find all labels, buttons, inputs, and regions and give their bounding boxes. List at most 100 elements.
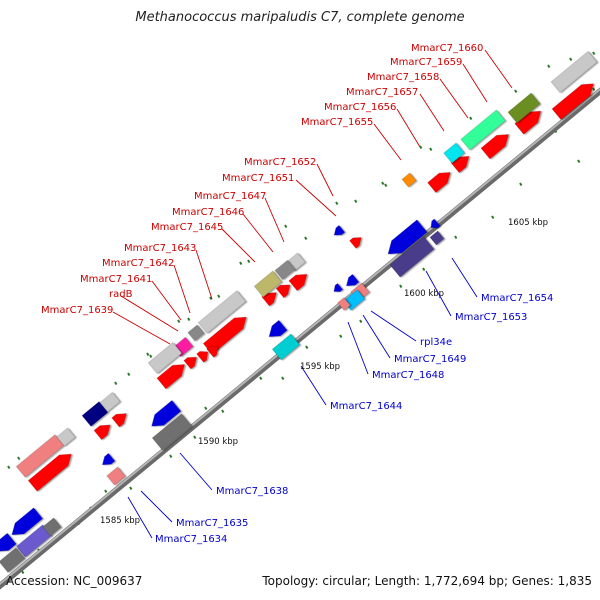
gene-label-mmarc7-1644: MmarC7_1644	[330, 401, 402, 412]
tick-mark	[284, 224, 288, 229]
leader-line	[295, 179, 337, 217]
reverse-gene-labels: MmarC7_1654 MmarC7_1653 rpl34e MmarC7_16…	[155, 293, 553, 545]
tick-mark	[359, 319, 363, 324]
kbp-label-1605: 1605 kbp	[508, 218, 548, 228]
gene-1643-box	[197, 290, 247, 334]
leader-line	[419, 93, 445, 132]
gene-1656	[427, 172, 451, 194]
gene-label-mmarc7-1656: MmarC7_1656	[324, 102, 396, 113]
gene-1658-box	[460, 109, 506, 151]
gene-1644	[271, 333, 301, 361]
leader-line	[221, 228, 256, 263]
tick-mark	[114, 381, 118, 386]
gene-box-navy	[81, 401, 109, 427]
tick-mark	[187, 317, 191, 322]
gene-1659-box	[507, 92, 541, 124]
gene-label-mmarc7-1634: MmarC7_1634	[155, 534, 227, 545]
gene-1649	[345, 273, 360, 287]
tick-mark	[127, 372, 131, 377]
gene-1646	[275, 284, 291, 299]
gene-label-mmarc7-1654: MmarC7_1654	[481, 293, 553, 304]
leader-line	[362, 314, 391, 359]
tick-mark	[592, 51, 596, 56]
gene-label-mmarc7-1660: MmarC7_1660	[411, 43, 483, 54]
tick-mark	[592, 87, 596, 92]
leader-line	[347, 321, 369, 375]
gene-label-mmarc7-1639: MmarC7_1639	[41, 305, 113, 316]
tick-mark	[217, 294, 221, 299]
tick-mark	[259, 376, 263, 381]
gene-features	[0, 50, 598, 573]
gene-label-mmarc7-1643: MmarC7_1643	[124, 243, 196, 254]
leader-line	[120, 295, 179, 332]
tick-mark	[577, 159, 581, 164]
tick-mark	[339, 334, 343, 339]
leader-line	[439, 78, 469, 119]
gene-1638	[151, 413, 193, 451]
gene-1644-arrow	[268, 319, 288, 338]
gene-1635	[106, 466, 126, 486]
tick-mark	[169, 454, 173, 459]
gene-1646-box	[274, 259, 296, 281]
kbp-label-1600: 1600 kbp	[404, 289, 444, 299]
gene-1639	[156, 364, 185, 390]
gene-red-c	[27, 453, 72, 492]
map-title: Methanococcus maripaludis C7, complete g…	[135, 10, 465, 25]
leader-line	[173, 264, 191, 314]
tick-mark	[429, 147, 433, 152]
tick-mark	[209, 296, 213, 301]
tick-mark	[491, 215, 495, 220]
gene-label-rpl34e: rpl34e	[420, 337, 452, 348]
gene-label-mmarc7-1659: MmarC7_1659	[390, 57, 462, 68]
gene-1634-b	[0, 532, 17, 552]
gene-label-radb: radB	[109, 289, 133, 300]
gene-box-grey-d	[0, 547, 26, 573]
gene-1647	[288, 273, 308, 292]
tick-mark	[7, 465, 11, 470]
gene-label-mmarc7-1652: MmarC7_1652	[244, 157, 316, 168]
gene-red-b	[93, 424, 111, 441]
leader-line	[140, 490, 173, 523]
gene-1649-b	[333, 282, 344, 292]
tick-mark	[129, 486, 133, 491]
gene-label-mmarc7-1646: MmarC7_1646	[172, 207, 244, 218]
gene-1634	[16, 524, 52, 558]
kbp-label-1585: 1585 kbp	[100, 516, 140, 526]
tick-mark	[519, 182, 523, 187]
gene-1660	[551, 83, 594, 121]
tick-mark	[305, 345, 309, 350]
leader-line	[264, 197, 285, 243]
genome-backbone	[0, 87, 600, 590]
gene-label-mmarc7-1645: MmarC7_1645	[151, 222, 223, 233]
gene-label-mmarc7-1642: MmarC7_1642	[102, 258, 174, 269]
tick-mark	[384, 183, 388, 188]
gene-1658	[480, 134, 509, 160]
tick-mark	[247, 259, 251, 264]
tick-mark	[104, 489, 108, 494]
gene-1648-b	[337, 297, 351, 311]
tick-mark	[146, 352, 150, 357]
gene-1660-box	[550, 50, 598, 94]
gene-box-grey-a	[99, 391, 121, 413]
leader-line	[242, 213, 274, 253]
kbp-tick-labels: 1585 kbp 1590 kbp 1595 kbp 1600 kbp 1605…	[100, 218, 548, 526]
gene-label-mmarc7-1638: MmarC7_1638	[216, 486, 288, 497]
gene-1654-box	[429, 230, 445, 246]
leader-line	[300, 365, 327, 406]
gene-label-mmarc7-1653: MmarC7_1653	[455, 312, 527, 323]
accession-text: Accession: NC_009637	[6, 574, 143, 588]
leader-line	[179, 452, 213, 491]
tick-mark	[399, 284, 403, 289]
tick-mark	[239, 261, 243, 266]
gene-1655-box	[401, 172, 417, 188]
gene-label-mmarc7-1657: MmarC7_1657	[346, 87, 418, 98]
leader-line	[127, 496, 153, 539]
tick-mark	[422, 267, 426, 272]
topology-text: Topology: circular; Length: 1,772,694 bp…	[262, 574, 592, 588]
label-leader-lines	[112, 49, 513, 539]
gene-label-mmarc7-1647: MmarC7_1647	[194, 191, 266, 202]
gene-1641-box	[187, 324, 205, 342]
leader-line	[370, 310, 417, 342]
